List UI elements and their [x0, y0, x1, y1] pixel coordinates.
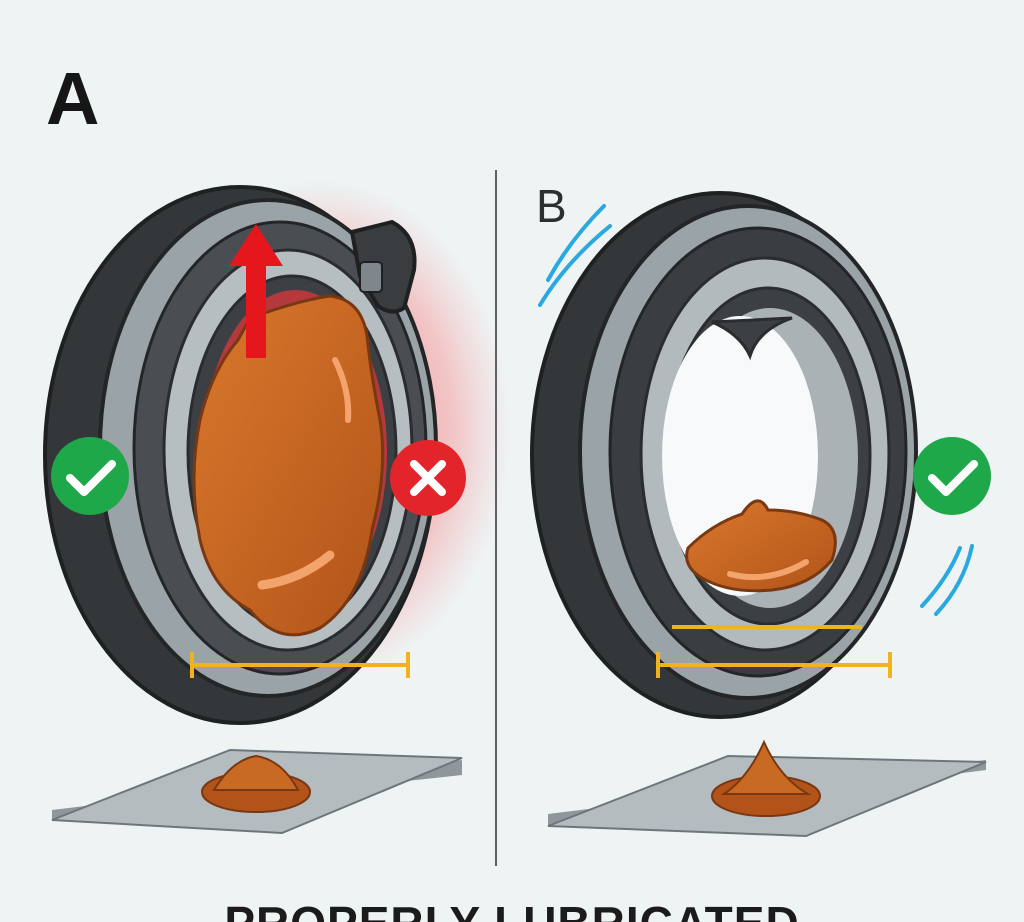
vibration-lines-bottom — [920, 544, 974, 616]
grease-dollop-a — [201, 754, 311, 813]
bearing-b — [530, 191, 918, 719]
panel-b — [530, 191, 991, 838]
check-icon — [913, 437, 991, 515]
panel-label-b: B — [536, 180, 567, 232]
grease-blob-a — [192, 294, 385, 637]
panel-label-a: A — [46, 57, 100, 140]
panel-a — [43, 180, 510, 835]
vibration-lines-top — [538, 204, 612, 307]
check-icon — [51, 437, 129, 515]
measure-line-a — [190, 652, 410, 678]
measure-line-b — [656, 625, 892, 678]
up-arrow-icon — [229, 224, 283, 358]
caption: PROPERLY LUBRICATED — [0, 900, 1024, 922]
cross-icon — [390, 440, 466, 516]
grease-dollop-b — [711, 739, 821, 817]
